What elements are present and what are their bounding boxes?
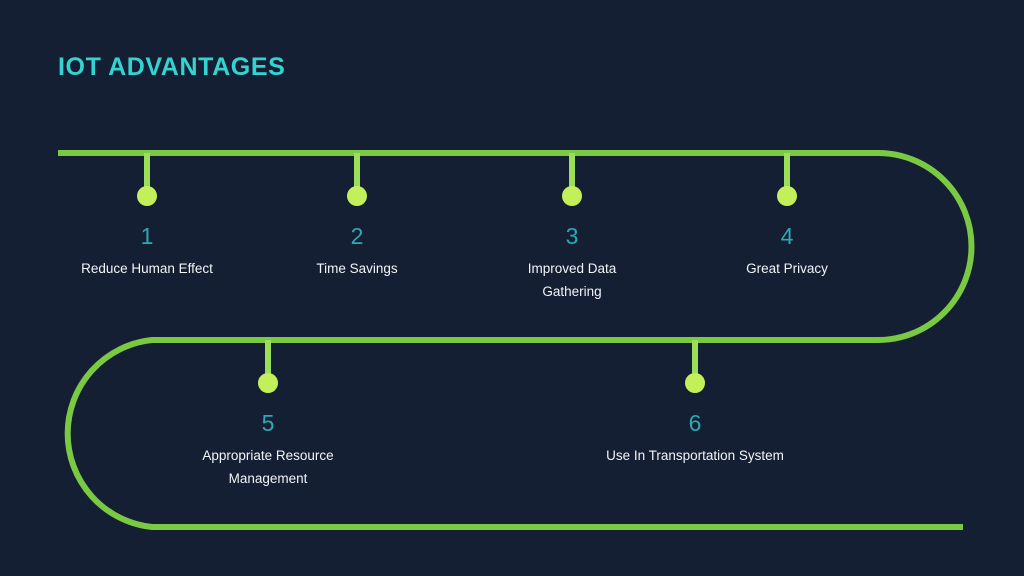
node-dot-2 <box>347 186 367 206</box>
node-dot-5 <box>258 373 278 393</box>
node-dot-3 <box>562 186 582 206</box>
node-dot-4 <box>777 186 797 206</box>
node-label-5: Appropriate Resource Management <box>202 448 334 486</box>
node-number-4: 4 <box>780 223 794 249</box>
node-number-2: 2 <box>350 223 364 249</box>
node-stem-6 <box>692 340 698 380</box>
node-number-6: 6 <box>688 410 702 436</box>
node-number-5: 5 <box>261 410 275 436</box>
node-stem-4 <box>784 153 790 193</box>
node-label-2: Time Savings <box>316 261 398 276</box>
node-label-3: Improved Data Gathering <box>527 261 617 299</box>
node-number-3: 3 <box>565 223 579 249</box>
page-title: IOT ADVANTAGES <box>58 53 286 81</box>
node-label-6: Use In Transportation System <box>606 448 784 463</box>
node-stem-2 <box>354 153 360 193</box>
node-dot-1 <box>137 186 157 206</box>
node-number-1: 1 <box>140 223 154 249</box>
node-label-1: Reduce Human Effect <box>81 261 213 276</box>
node-stem-1 <box>144 153 150 193</box>
node-stem-5 <box>265 340 271 380</box>
node-dot-6 <box>685 373 705 393</box>
node-stem-3 <box>569 153 575 193</box>
node-label-4: Great Privacy <box>746 261 828 276</box>
